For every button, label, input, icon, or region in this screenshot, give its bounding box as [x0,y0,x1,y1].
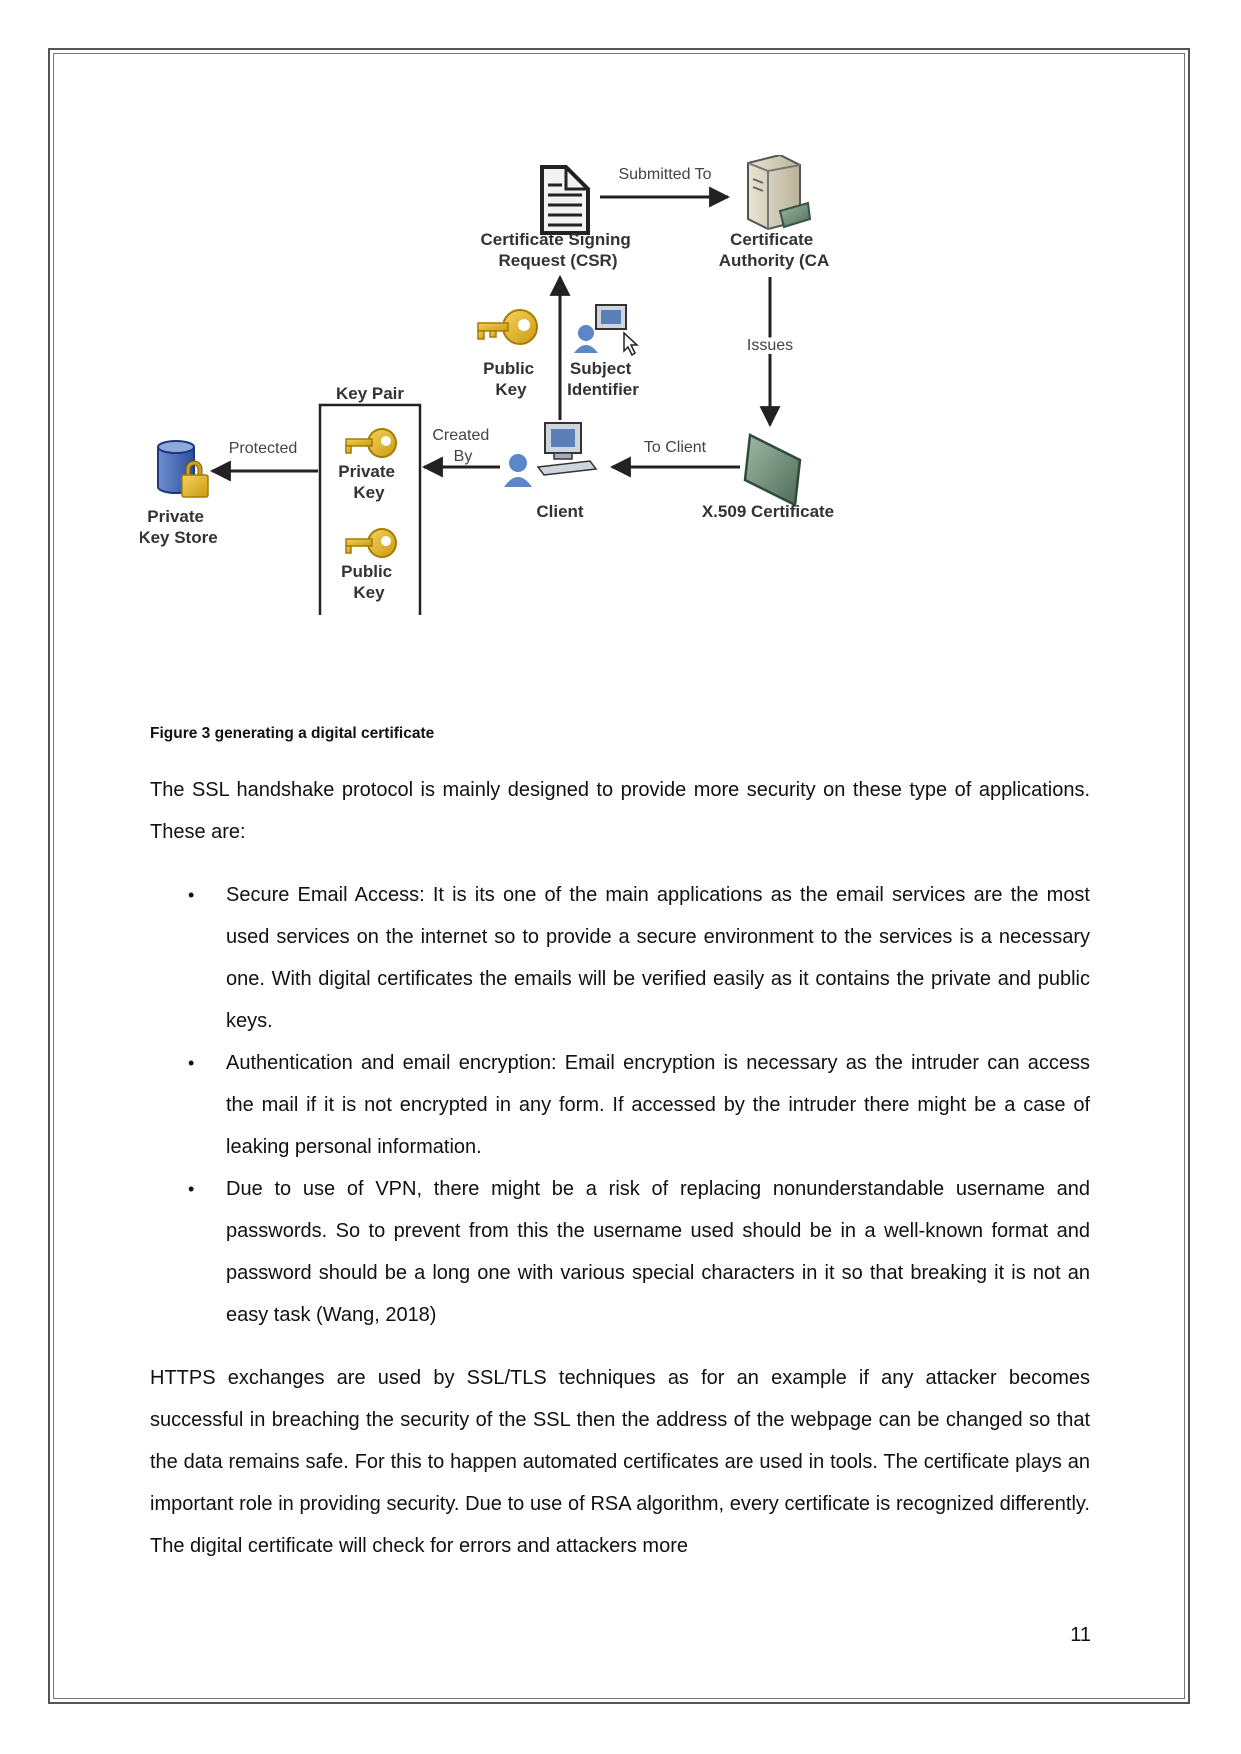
private-key-icon [345,428,397,458]
subject-identifier-icon [574,304,639,357]
protected-label: Protected [229,440,297,457]
created-by-line1: Created [432,427,489,444]
client-computer-icon [504,422,598,487]
public-key-bottom-line2: Key [353,583,385,602]
x509-label: X.509 Certificate [702,502,834,521]
public-key-top-label: Public Key [483,359,539,399]
csr-label-line2: Request (CSR) [498,251,617,270]
list-item: • Authentication and email encryption: E… [150,1042,1090,1168]
figure-caption: Figure 3 generating a digital certificat… [150,725,435,742]
public-key-top-line2: Key [495,380,527,399]
ca-label: Certificate Authority (CA [719,230,829,270]
key-pair-label: Key Pair [336,384,404,403]
bullet-list: • Secure Email Access: It is its one of … [150,874,1090,1336]
database-lock-icon [157,440,209,498]
csr-label-line1: Certificate Signing [481,230,631,249]
private-key-line1: Private [338,462,395,481]
bullet-marker: • [188,1053,195,1073]
server-icon [747,155,812,231]
private-key-label: Private Key [338,462,399,502]
key-pair-bracket [318,403,422,615]
public-key-icon [477,309,538,345]
list-item: • Due to use of VPN, there might be a ri… [150,1168,1090,1336]
document-icon [540,165,590,235]
client-label: Client [536,502,584,521]
public-key-bottom-icon [345,528,397,558]
list-item: • Secure Email Access: It is its one of … [150,874,1090,1042]
bullet-marker: • [188,1179,195,1199]
bullet-marker: • [188,885,195,905]
page-number: 11 [1070,1624,1091,1646]
ca-label-line2: Authority (CA [719,251,829,270]
subject-identifier-line2: Identifier [567,380,639,399]
page-border-inner [53,53,1185,1699]
subject-identifier-line1: Subject [570,359,632,378]
page-border-outer [48,48,1190,1704]
private-key-store-line2: Key Store [140,528,218,547]
subject-identifier-label: Subject Identifier [567,359,639,399]
private-key-store-label: Private Key Store [140,507,218,547]
private-key-line2: Key [353,483,385,502]
public-key-bottom-line1: Public [341,562,392,581]
to-client-label: To Client [644,439,707,456]
issues-label: Issues [747,337,793,354]
certificate-icon [743,433,802,507]
csr-label: Certificate Signing Request (CSR) [481,230,636,270]
https-paragraph: HTTPS exchanges are used by SSL/TLS tech… [150,1367,1090,1557]
certificate-diagram: Certificate Signing Request (CSR) Submit… [140,155,940,690]
intro-paragraph: The SSL handshake protocol is mainly des… [150,779,1090,843]
private-key-store-line1: Private [147,507,204,526]
list-item-text: Secure Email Access: It is its one of th… [226,884,1090,1032]
list-item-text: Authentication and email encryption: Ema… [226,1052,1090,1158]
created-by-line2: By [454,448,473,465]
public-key-bottom-label: Public Key [341,562,397,602]
list-item-text: Due to use of VPN, there might be a risk… [226,1178,1090,1326]
submitted-to-label: Submitted To [618,166,711,183]
ca-label-line1: Certificate [730,230,813,249]
public-key-top-line1: Public [483,359,534,378]
created-by-label: Created By [432,427,493,465]
